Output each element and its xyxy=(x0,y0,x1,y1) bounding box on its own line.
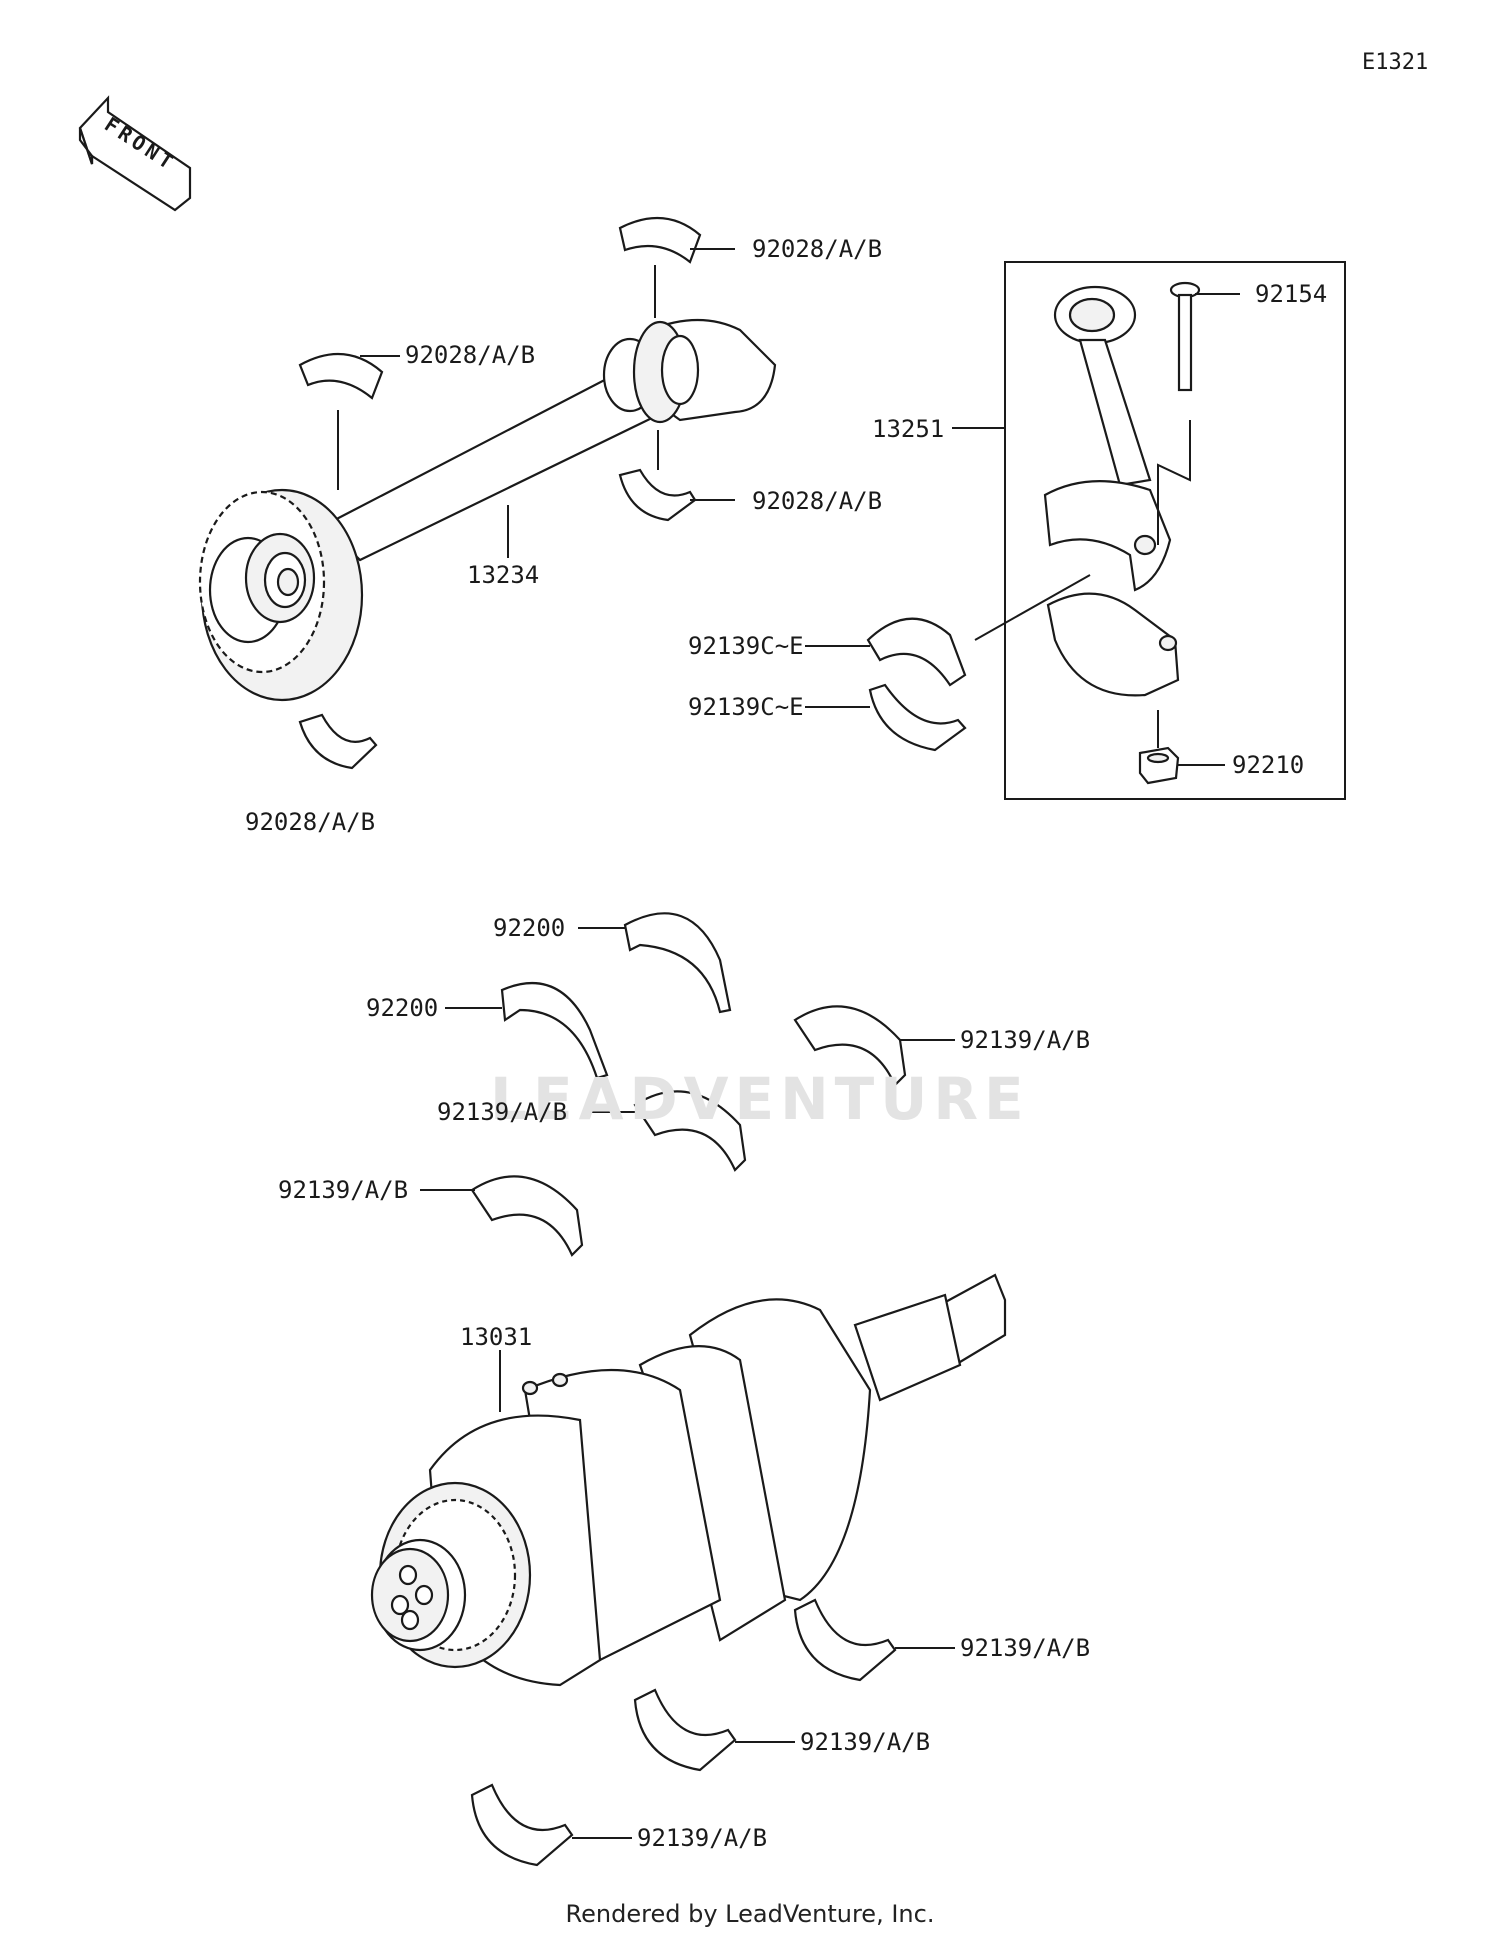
callout-13251: 13251 xyxy=(872,415,945,443)
callout-92139c-upper: 92139C~E xyxy=(688,632,804,660)
main-bearing-lower-3 xyxy=(470,1783,574,1867)
callout-92139-upper-2: 92139/A/B xyxy=(437,1098,568,1126)
balancer-shaft xyxy=(198,318,777,702)
conrod-box xyxy=(1004,261,1346,800)
main-bearing-lower-1 xyxy=(793,1598,897,1682)
callout-92028-left-top: 92028/A/B xyxy=(405,341,536,369)
footer-credit: Rendered by LeadVenture, Inc. xyxy=(565,1900,935,1928)
bearing-92028-mid xyxy=(618,468,697,522)
callout-13234: 13234 xyxy=(467,561,540,589)
conrod-bolt xyxy=(1169,281,1201,392)
thrust-washer-lower xyxy=(500,982,609,1080)
bearing-92028-left-top xyxy=(298,353,384,400)
front-arrow-icon xyxy=(78,95,192,212)
bearing-92028-left-bottom xyxy=(298,713,378,770)
conrod-nut xyxy=(1138,746,1180,785)
callout-92028-mid: 92028/A/B xyxy=(752,487,883,515)
watermark-text: LEADVENTURE xyxy=(490,1065,1030,1133)
leader-lines xyxy=(337,248,1240,1839)
callout-92154: 92154 xyxy=(1255,280,1328,308)
callout-92210: 92210 xyxy=(1232,751,1305,779)
callout-92200-upper: 92200 xyxy=(493,914,566,942)
main-bearing-upper-3 xyxy=(470,1175,584,1257)
bearing-92028-top xyxy=(618,216,702,264)
callout-92139-lower-2: 92139/A/B xyxy=(800,1728,931,1756)
bearing-92139c-lower xyxy=(868,683,967,752)
conrod-cap xyxy=(1046,592,1180,697)
callout-92139-upper-3: 92139/A/B xyxy=(278,1176,409,1204)
callout-92139c-lower: 92139C~E xyxy=(688,693,804,721)
main-bearing-upper-1 xyxy=(793,1005,907,1087)
crankshaft xyxy=(370,1273,1007,1687)
callout-92028-left-bottom: 92028/A/B xyxy=(245,808,376,836)
main-bearing-lower-2 xyxy=(633,1688,737,1772)
main-bearing-upper-2 xyxy=(633,1090,747,1172)
callout-92139-lower-1: 92139/A/B xyxy=(960,1634,1091,1662)
connecting-rod xyxy=(1043,285,1172,592)
callout-92139-upper-1: 92139/A/B xyxy=(960,1026,1091,1054)
callout-92028-top: 92028/A/B xyxy=(752,235,883,263)
diagram-code: E1321 xyxy=(1362,50,1429,75)
callout-13031: 13031 xyxy=(460,1323,533,1351)
callout-92200-lower: 92200 xyxy=(366,994,439,1022)
callout-92139-lower-3: 92139/A/B xyxy=(637,1824,768,1852)
thrust-washer-upper xyxy=(623,912,732,1014)
bearing-92139c-upper xyxy=(866,617,967,687)
